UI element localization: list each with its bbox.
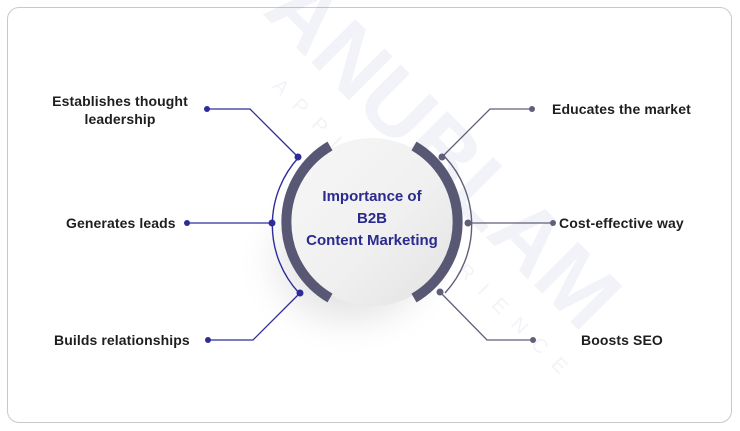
- thick-arc-left: [281, 141, 333, 303]
- dot-icon: [296, 289, 304, 297]
- center-circle: [288, 138, 456, 306]
- connector-educates: [441, 108, 532, 158]
- dot-icon: [464, 219, 472, 227]
- label-cost-effective-way: Cost-effective way: [559, 215, 684, 231]
- dot-icon: [529, 106, 535, 112]
- connector-establishes: [207, 108, 299, 158]
- center-title: Importance of B2B Content Marketing: [290, 186, 454, 252]
- center-title-line-2: B2B: [356, 210, 387, 227]
- label-builds-relationships: Builds relationships: [54, 332, 190, 348]
- label-establishes-thought-leadership: Establishes thought leadership: [50, 92, 190, 128]
- thin-arc-right: [444, 156, 473, 294]
- dot-icon: [204, 106, 210, 112]
- label-line: Establishes thought: [52, 93, 188, 109]
- center-title-line-3: Content Marketing: [306, 232, 438, 249]
- dot-icon: [550, 220, 556, 226]
- label-boosts-seo: Boosts SEO: [581, 332, 663, 348]
- connector-boosts: [439, 291, 533, 341]
- dot-icon: [184, 220, 190, 226]
- dot-icon: [438, 153, 446, 161]
- dot-icon: [436, 288, 444, 296]
- thick-arc-right: [411, 141, 463, 303]
- label-line: leadership: [84, 111, 156, 127]
- connector-builds: [208, 292, 301, 341]
- center-title-line-1: Importance of: [322, 188, 422, 205]
- dot-icon: [268, 219, 276, 227]
- dot-icon: [205, 337, 211, 343]
- label-educates-the-market: Educates the market: [552, 101, 691, 117]
- dot-icon: [530, 337, 536, 343]
- label-generates-leads: Generates leads: [66, 215, 176, 231]
- dot-icon: [294, 153, 302, 161]
